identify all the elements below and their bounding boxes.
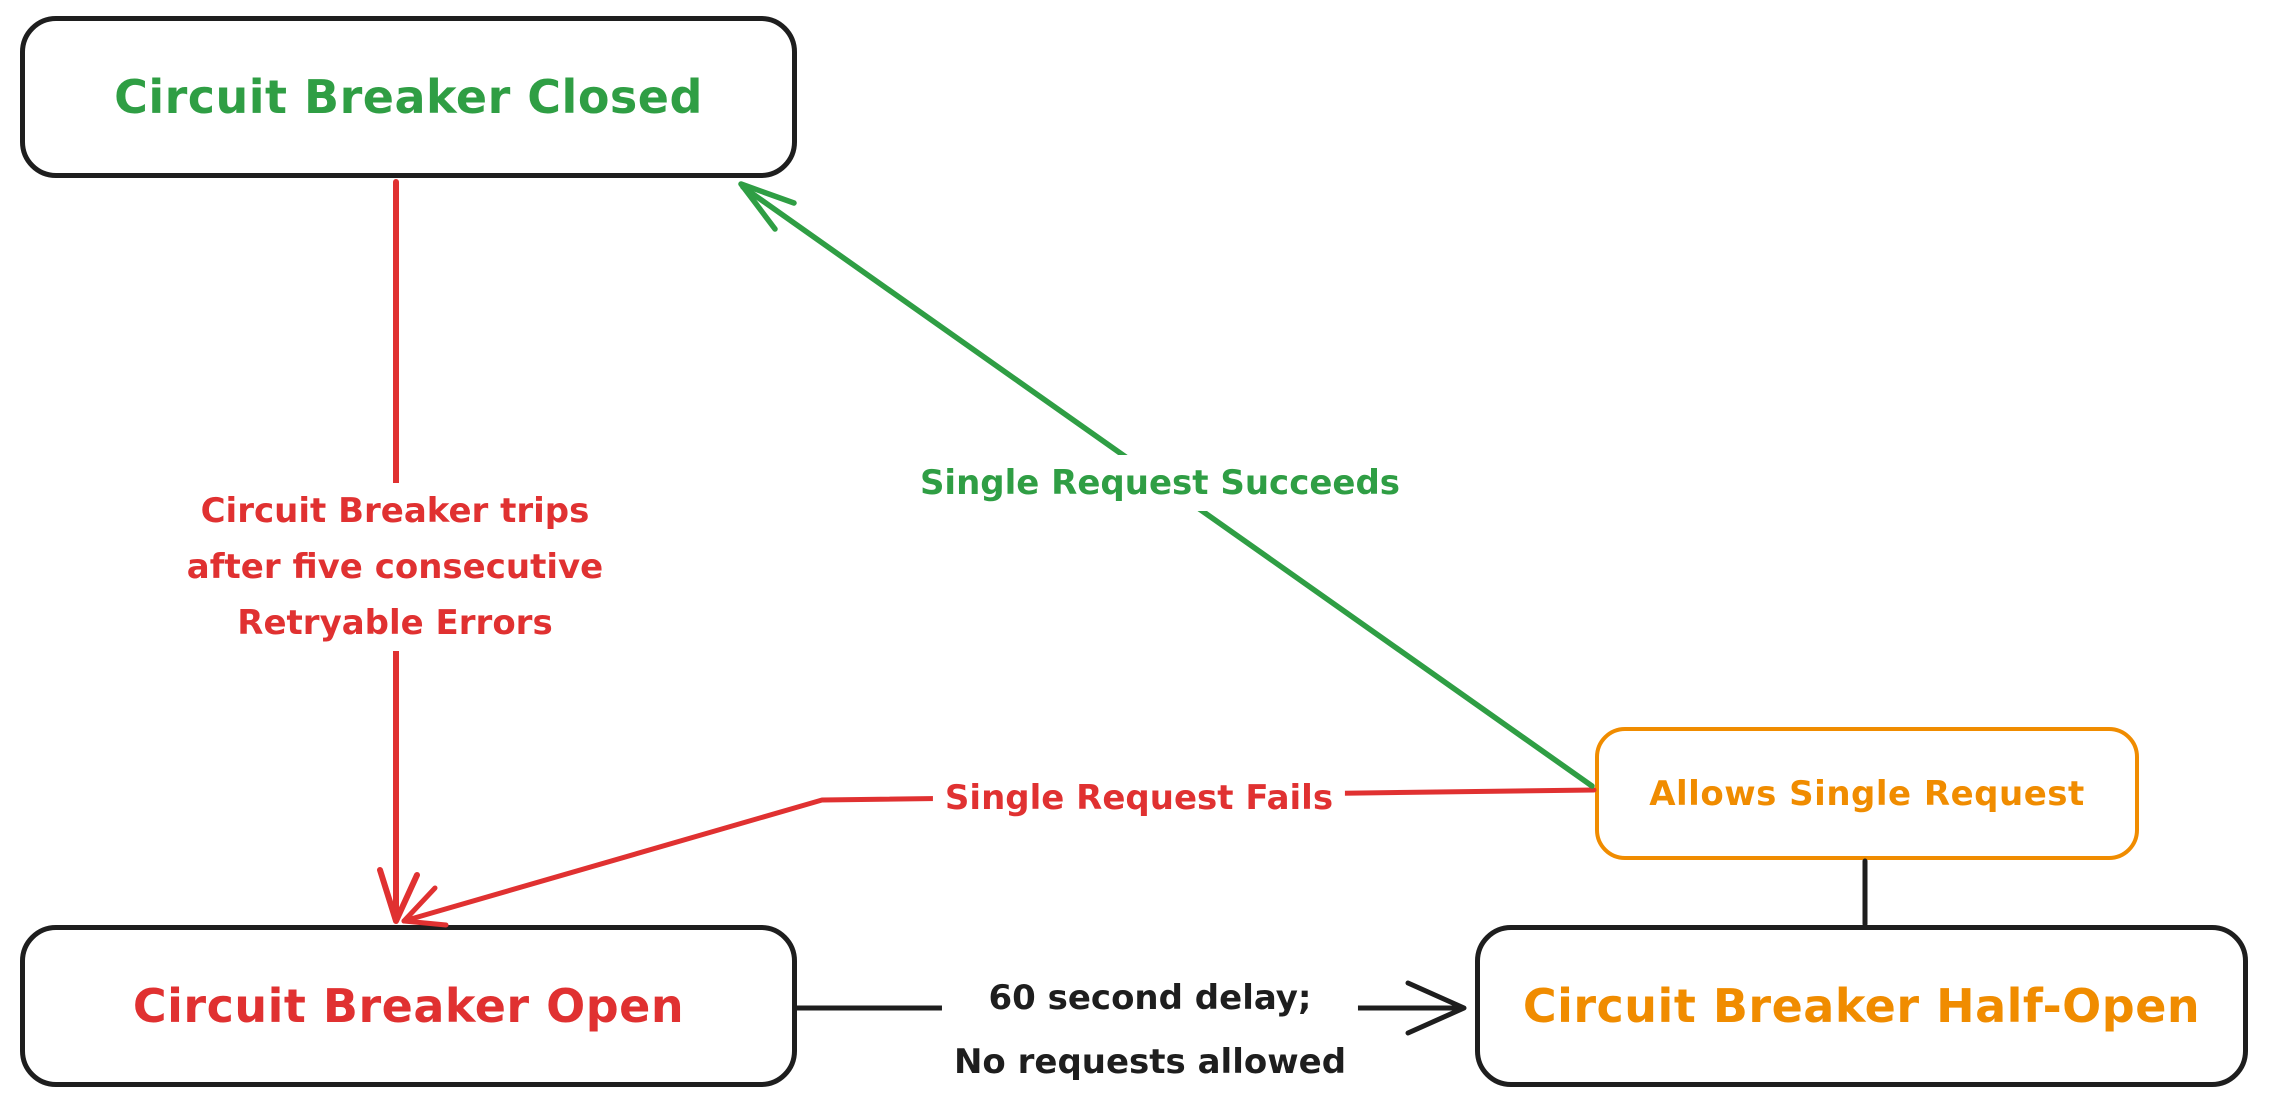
state-open-box: Circuit Breaker Open bbox=[20, 925, 797, 1087]
edge-fails-label: Single Request Fails bbox=[932, 770, 1346, 826]
allows-single-request-label: Allows Single Request bbox=[1649, 773, 2085, 814]
state-closed-box: Circuit Breaker Closed bbox=[20, 16, 797, 178]
state-open-label: Circuit Breaker Open bbox=[132, 979, 685, 1033]
arrow-trip-head bbox=[377, 867, 420, 924]
edge-trip-label: Circuit Breaker trips after five consecu… bbox=[174, 483, 616, 651]
state-half-open-box: Circuit Breaker Half-Open bbox=[1475, 925, 2248, 1087]
state-half-open-label: Circuit Breaker Half-Open bbox=[1522, 979, 2201, 1033]
arrow-delay-head bbox=[1405, 980, 1467, 1036]
state-closed-label: Circuit Breaker Closed bbox=[114, 70, 703, 124]
edge-succeeds-label: Single Request Succeeds bbox=[907, 455, 1413, 511]
arrow-fails-head bbox=[401, 885, 449, 928]
arrow-succeeds-head bbox=[738, 181, 797, 232]
edge-delay-label: 60 second delay; No requests allowed bbox=[941, 966, 1359, 1094]
allows-single-request-box: Allows Single Request bbox=[1595, 727, 2139, 860]
